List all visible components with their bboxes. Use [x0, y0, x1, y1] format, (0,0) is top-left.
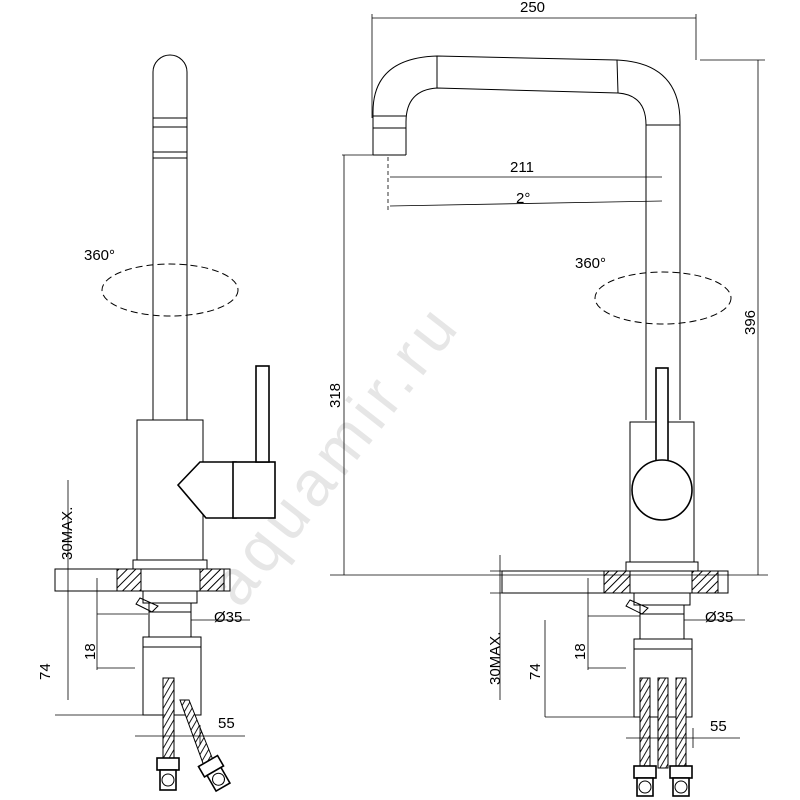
right-dim-74: 74 [527, 663, 544, 680]
left-lever-body [232, 461, 276, 519]
right-width-label: 250 [520, 0, 545, 16]
right-max-thickness-label: 30MAX. [487, 632, 504, 685]
right-rotation-ellipse [594, 271, 732, 325]
right-spout-inner [405, 87, 647, 420]
right-diameter-label: Ø35 [705, 609, 733, 626]
right-reach-label: 211 [510, 159, 534, 176]
left-lever-handle [255, 365, 270, 463]
right-total-height-label: 396 [742, 310, 759, 335]
left-max-thickness-label: 30MAX. [59, 507, 76, 560]
right-lever-knob [631, 459, 693, 521]
right-angle-label: 2° [516, 190, 530, 207]
right-rotation-label: 360° [575, 255, 606, 272]
right-spout-height-label: 318 [327, 383, 344, 408]
left-dim-74: 74 [37, 663, 54, 680]
right-lever-handle [655, 367, 669, 465]
watermark: aquamir.ru [194, 289, 474, 619]
left-view: 360° 30MAX. [37, 54, 276, 793]
right-spout-outer [372, 55, 681, 420]
left-rotation-label: 360° [84, 247, 115, 264]
right-view: 250 211 2° 318 396 360° [327, 0, 768, 797]
left-rotation-ellipse [101, 263, 239, 317]
right-dim-55: 55 [710, 718, 727, 735]
left-dim-18: 18 [82, 643, 99, 660]
left-hose-fitting-a [156, 757, 180, 771]
left-dim-55: 55 [218, 715, 235, 732]
right-hose-fitting-a [633, 765, 657, 779]
left-spout-tube [152, 54, 188, 420]
left-lever-joint [176, 461, 237, 519]
right-hose-fitting-b [669, 765, 693, 779]
left-diameter-label: Ø35 [214, 609, 242, 626]
right-dim-18: 18 [572, 643, 589, 660]
